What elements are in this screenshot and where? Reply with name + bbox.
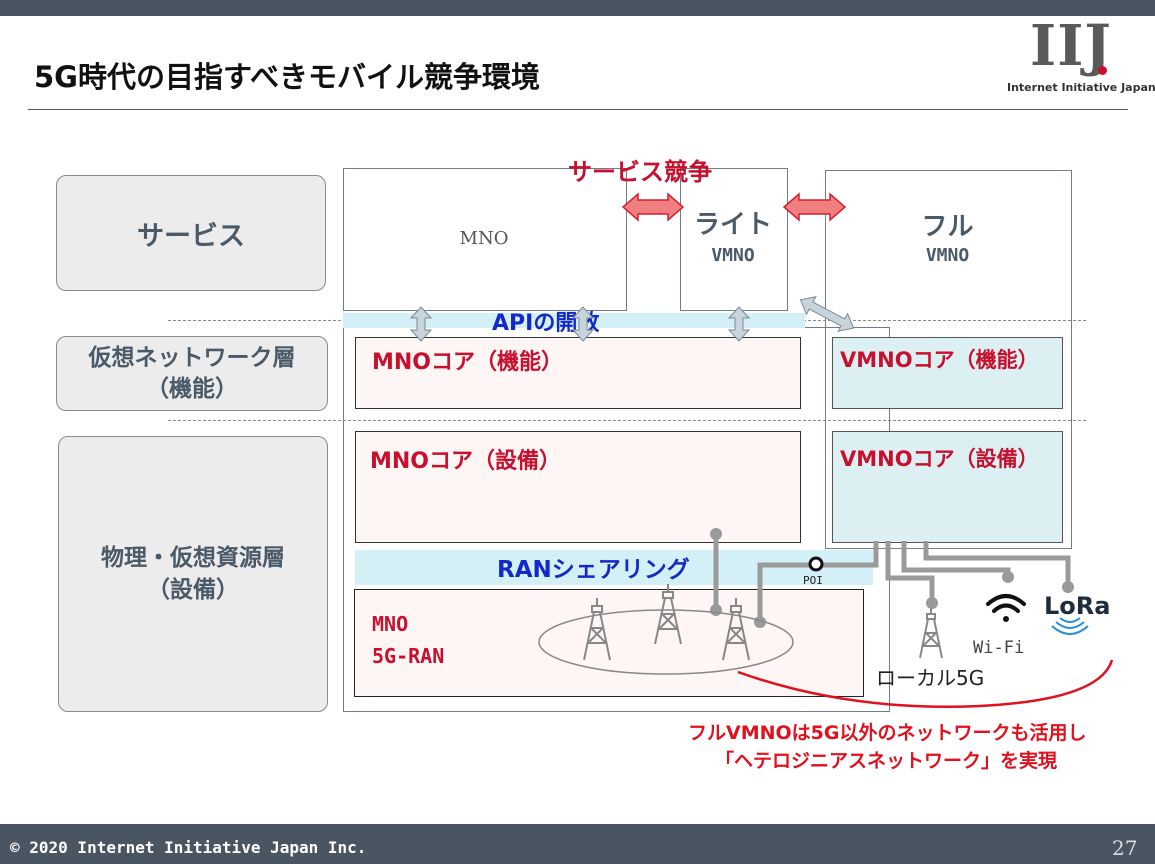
wifi-label: Wi-Fi <box>973 638 1025 658</box>
footer-copyright: © 2020 Internet Initiative Japan Inc. <box>10 838 367 857</box>
full-vmno-line1: フル <box>921 212 974 242</box>
layer-virtual-network: 仮想ネットワーク層 （機能） <box>56 336 328 411</box>
local5g-label: ローカル5G <box>876 666 985 690</box>
lora-label: LoRa <box>1044 592 1111 620</box>
mno-core-equipment-label: MNOコア（設備） <box>370 449 562 474</box>
title-divider <box>28 109 1128 110</box>
vmno-core-equipment-label: VMNOコア（設備） <box>840 447 1039 471</box>
poi-label: POI <box>803 574 823 587</box>
lora-signal-icon <box>1051 617 1089 635</box>
page-number: 27 <box>1112 836 1138 860</box>
lite-vmno-line1: ライト <box>693 210 772 240</box>
note-line2: 「ヘテロジニアスネットワーク」を実現 <box>715 750 1058 772</box>
page-title: 5G時代の目指すべきモバイル競争環境 <box>34 60 540 94</box>
mno-core-function-label: MNOコア（機能） <box>372 350 564 375</box>
layer-service-label: サービス <box>137 220 245 252</box>
layer-service: サービス <box>56 175 326 291</box>
lite-vmno-line2: VMNO <box>711 245 755 266</box>
mno-core-equipment-box <box>355 431 801 543</box>
logo-text: Internet Initiative Japan <box>1007 81 1155 94</box>
layer-physical-line2: （設備） <box>147 577 239 603</box>
competition-arrow-left <box>621 192 685 222</box>
service-competition-label: サービス競争 <box>568 158 712 186</box>
mno-ran-line1: MNO <box>372 612 409 636</box>
footer-bar <box>0 824 1155 864</box>
full-vmno-line2: VMNO <box>925 245 970 266</box>
layer-physical-line1: 物理・仮想資源層 <box>101 545 285 571</box>
logo-dot <box>1098 66 1107 75</box>
vmno-core-function-label: VMNOコア（機能） <box>840 348 1039 372</box>
vmno-core-function-box <box>832 337 1063 409</box>
top-bar <box>0 0 1155 16</box>
mno-ran-box <box>354 589 864 697</box>
wifi-icon <box>986 594 1026 622</box>
layer-physical-resource: 物理・仮想資源層 （設備） <box>58 436 328 712</box>
ran-sharing-label: RANシェアリング <box>497 557 690 583</box>
vmno-core-equipment-box <box>832 431 1063 543</box>
mno-ran-line2: 5G-RAN <box>372 644 445 668</box>
layer-virtual-line2: （機能） <box>146 375 238 402</box>
mno-service-label: MNO <box>459 228 509 249</box>
api-open-label: APIの開放 <box>492 311 600 336</box>
logo-mark: IIJ <box>1030 13 1112 79</box>
mno-service-box <box>343 168 627 311</box>
note-line1: フルVMNOは5G以外のネットワークも活用し <box>688 722 1087 744</box>
layer-virtual-line1: 仮想ネットワーク層 <box>88 344 296 371</box>
separator-bottom <box>168 420 1086 421</box>
